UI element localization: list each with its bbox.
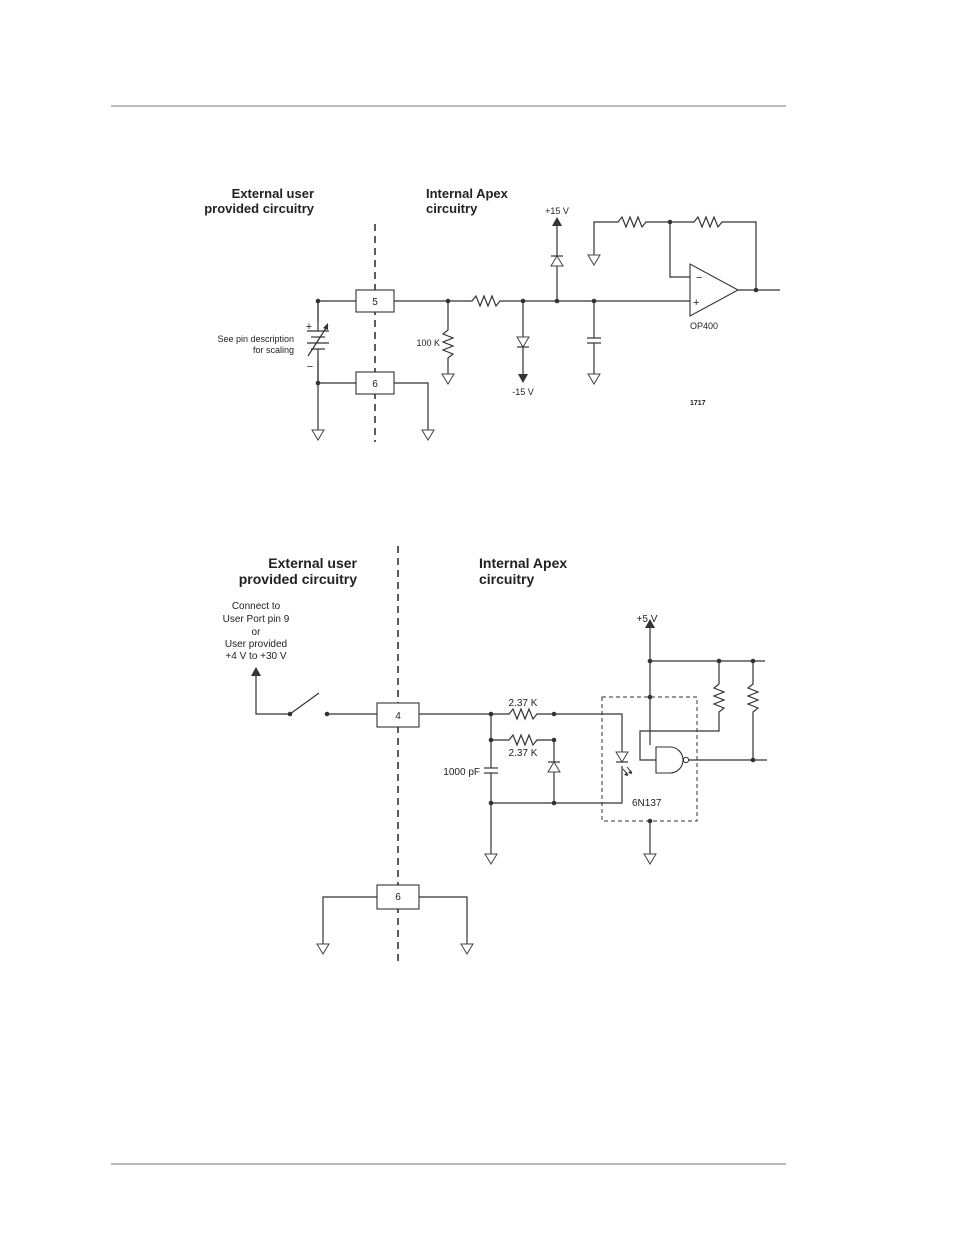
ground-icon bbox=[588, 255, 600, 265]
user-switch bbox=[251, 667, 377, 716]
clamp-diode-negative bbox=[517, 301, 529, 383]
pullup-resistor-internal bbox=[640, 661, 724, 760]
op-amp-plus: + bbox=[693, 297, 699, 309]
top-pin-6-label: 6 bbox=[372, 379, 378, 390]
top-signal-wire-with-resistor bbox=[394, 296, 690, 306]
ground-icon bbox=[461, 944, 473, 954]
optocoupler-label: 6N137 bbox=[632, 798, 662, 809]
resistor-100k bbox=[443, 301, 453, 374]
nand-gate-inverter-bubble bbox=[683, 757, 688, 762]
ground-icon bbox=[312, 430, 324, 440]
bottom-pin-6-label: 6 bbox=[395, 892, 401, 903]
ground-icon bbox=[317, 944, 329, 954]
nand-gate-icon bbox=[656, 747, 683, 773]
input-resistor-top bbox=[419, 709, 622, 752]
battery-minus-sign: − bbox=[307, 361, 313, 373]
pin-description-note-2: for scaling bbox=[253, 345, 294, 355]
ground-icon bbox=[422, 430, 434, 440]
digital-input-diagram: External user provided circuitry Interna… bbox=[223, 546, 767, 963]
ground-icon bbox=[442, 374, 454, 384]
top-pin-5-label: 5 bbox=[372, 297, 378, 308]
pullup-resistor-output bbox=[748, 661, 758, 760]
feedback-resistor-network bbox=[594, 217, 756, 289]
connect-note-1: Connect to bbox=[232, 601, 281, 612]
inverting-input-wire bbox=[670, 222, 690, 277]
bottom-internal-label-1: Internal Apex bbox=[479, 555, 567, 571]
ground-icon bbox=[485, 854, 497, 864]
pin-description-note-1: See pin description bbox=[217, 334, 294, 344]
connect-note-2: User Port pin 9 bbox=[223, 614, 290, 625]
bottom-internal-label-2: circuitry bbox=[479, 571, 534, 587]
plus-5v-rail bbox=[650, 628, 765, 661]
bottom-external-label-1: External user bbox=[268, 555, 357, 571]
capacitor-label: 1000 pF bbox=[443, 767, 480, 778]
bottom-external-label-2: provided circuitry bbox=[239, 571, 357, 587]
figure-number: 1717 bbox=[690, 400, 706, 407]
optocoupler-led-icon bbox=[616, 752, 632, 776]
bottom-junction bbox=[648, 695, 653, 700]
resistor-top-label: 2.37 K bbox=[509, 698, 538, 709]
plus-15v-label: +15 V bbox=[545, 206, 569, 216]
bottom-junction bbox=[489, 712, 494, 717]
top-external-label-2: provided circuitry bbox=[204, 201, 315, 216]
ground-icon bbox=[644, 854, 656, 864]
analog-input-diagram: External user provided circuitry Interna… bbox=[204, 186, 780, 442]
clamp-diode-positive bbox=[551, 217, 563, 301]
top-internal-label-2: circuitry bbox=[426, 201, 478, 216]
pin6-left-ground-wire bbox=[323, 897, 377, 944]
battery-plus-sign: + bbox=[306, 321, 312, 333]
connect-note-4: User provided bbox=[225, 639, 287, 650]
plus-5v-label: +5 V bbox=[637, 614, 658, 625]
top-junction bbox=[754, 288, 759, 293]
resistor-100k-label: 100 K bbox=[416, 338, 440, 348]
op-amp-label: OP400 bbox=[690, 321, 718, 331]
reverse-protection-diode bbox=[548, 740, 560, 803]
top-external-label-1: External user bbox=[232, 186, 314, 201]
op-amp-minus: − bbox=[696, 272, 702, 284]
input-resistor-bottom bbox=[491, 714, 554, 745]
bottom-junction bbox=[552, 801, 557, 806]
top-left-wire bbox=[318, 301, 356, 430]
top-internal-label-1: Internal Apex bbox=[426, 186, 509, 201]
top-pin6-right-wire bbox=[394, 383, 428, 430]
connect-note-3: or bbox=[252, 627, 262, 638]
bottom-junction bbox=[552, 712, 557, 717]
filter-capacitor bbox=[587, 301, 601, 384]
input-capacitor bbox=[484, 740, 498, 854]
pin6-right-ground-wire bbox=[419, 897, 467, 944]
minus-15v-label: -15 V bbox=[512, 387, 534, 397]
connect-note-5: +4 V to +30 V bbox=[225, 651, 286, 662]
bottom-junction bbox=[648, 819, 653, 824]
bottom-pin-4-label: 4 bbox=[395, 711, 401, 722]
bottom-junction bbox=[751, 758, 756, 763]
resistor-bottom-label: 2.37 K bbox=[509, 748, 538, 759]
